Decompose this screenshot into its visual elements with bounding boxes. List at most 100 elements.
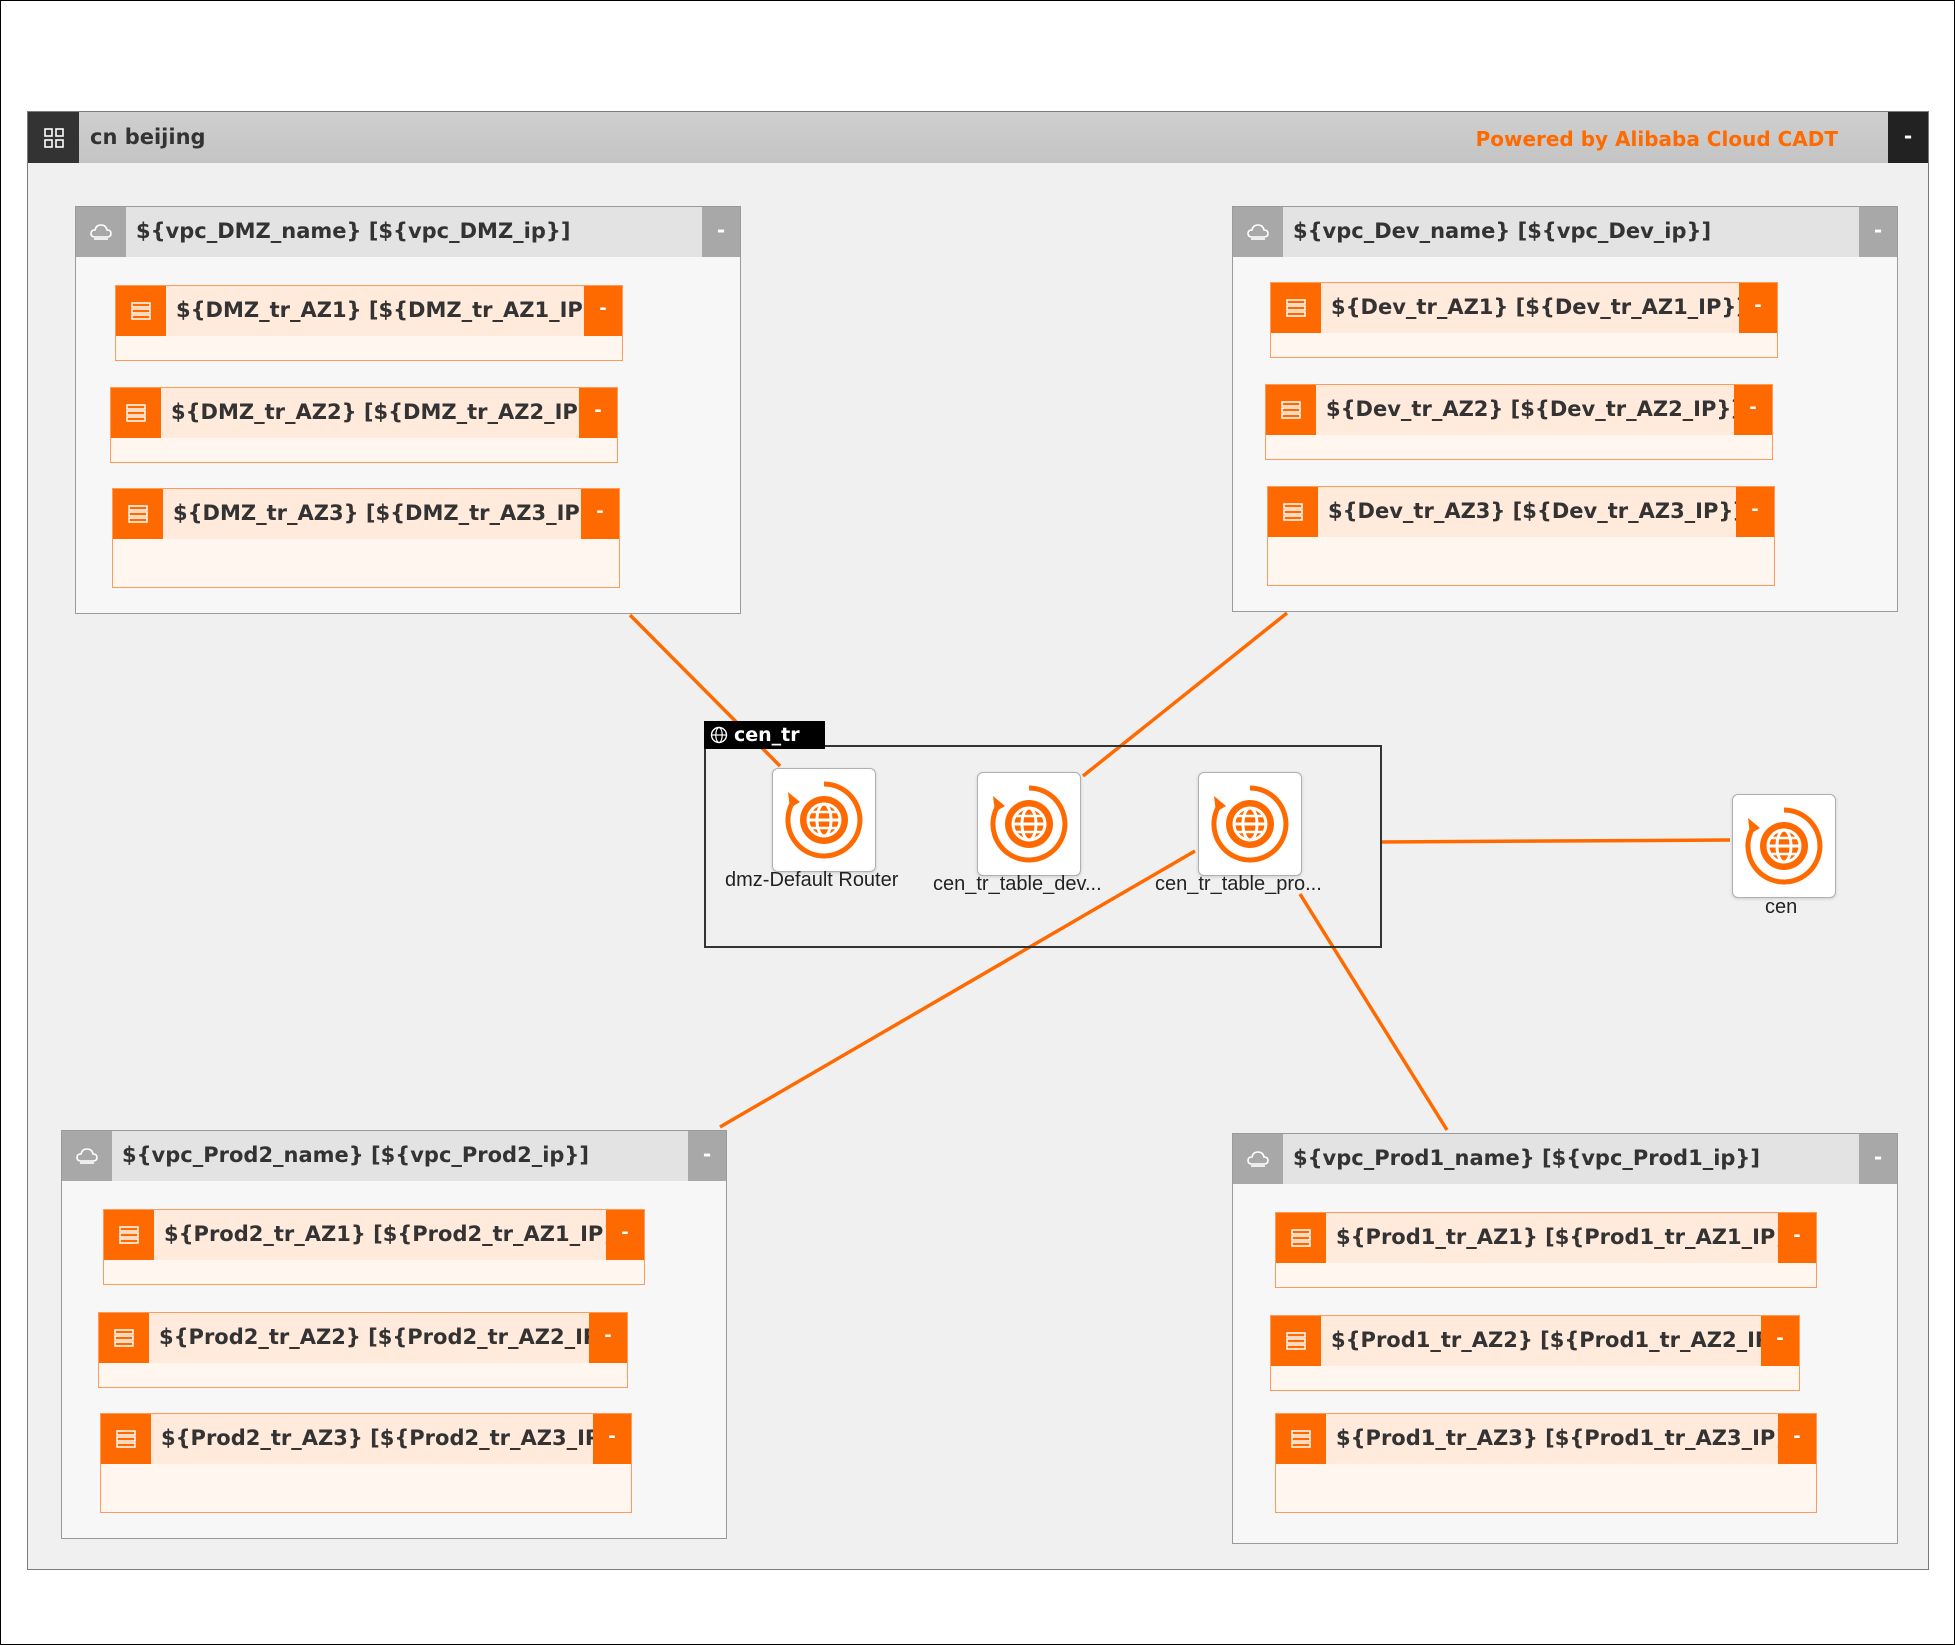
vswitch-icon <box>113 489 163 539</box>
vpc-title: ${vpc_DMZ_name} [${vpc_DMZ_ip}] <box>136 219 571 243</box>
vswitch-header: ${DMZ_tr_AZ2} [${DMZ_tr_AZ2_IP}] - <box>111 388 617 438</box>
vswitch-icon <box>1276 1213 1326 1263</box>
cen-globe-icon <box>1745 807 1823 885</box>
cen-tr-group-title: cen_tr <box>734 724 800 746</box>
vswitch-dev-az2: ${Dev_tr_AZ2} [${Dev_tr_AZ2_IP}] - <box>1265 384 1773 460</box>
region-collapse-button[interactable]: - <box>1888 112 1928 163</box>
vpc-collapse-button[interactable]: - <box>702 207 740 257</box>
cloud-icon <box>62 1131 112 1181</box>
vswitch-title: ${DMZ_tr_AZ3} [${DMZ_tr_AZ3_IP}] <box>173 501 605 525</box>
vswitch-collapse-button[interactable]: - <box>581 489 619 539</box>
link-prod1-table <box>1298 893 1449 1131</box>
vswitch-collapse-button[interactable]: - <box>1761 1316 1799 1366</box>
vswitch-dmz-az1: ${DMZ_tr_AZ1} [${DMZ_tr_AZ1_IP}] - <box>115 285 623 361</box>
vswitch-header: ${Prod1_tr_AZ3} [${Prod1_tr_AZ3_IP}] - <box>1276 1414 1816 1464</box>
link-cen-group <box>1379 838 1731 844</box>
cloud-icon <box>1233 1134 1283 1184</box>
vswitch-header: ${Prod2_tr_AZ1} [${Prod2_tr_AZ1_IP}] - <box>104 1210 644 1260</box>
cen-node-label: cen <box>1765 896 1798 918</box>
vswitch-collapse-button[interactable]: - <box>1739 283 1777 333</box>
router-globe-icon <box>990 785 1068 863</box>
cloud-icon <box>1233 207 1283 257</box>
vswitch-icon <box>1268 487 1318 537</box>
vswitch-icon <box>99 1313 149 1363</box>
vswitch-collapse-button[interactable]: - <box>584 286 622 336</box>
vswitch-collapse-button[interactable]: - <box>1734 385 1772 435</box>
vswitch-prod1-az2: ${Prod1_tr_AZ2} [${Prod1_tr_AZ2_IP}] - <box>1270 1315 1800 1391</box>
vswitch-title: ${Prod1_tr_AZ2} [${Prod1_tr_AZ2_IP}] <box>1331 1328 1795 1352</box>
router-node-table-dev[interactable] <box>977 772 1081 876</box>
vswitch-title: ${Prod1_tr_AZ3} [${Prod1_tr_AZ3_IP}] <box>1336 1426 1800 1450</box>
powered-by-label: Powered by Alibaba Cloud CADT <box>1475 127 1838 151</box>
vpc-title: ${vpc_Prod2_name} [${vpc_Prod2_ip}] <box>122 1143 589 1167</box>
vswitch-dev-az1: ${Dev_tr_AZ1} [${Dev_tr_AZ1_IP}] - <box>1270 282 1778 358</box>
vswitch-collapse-button[interactable]: - <box>606 1210 644 1260</box>
vswitch-header: ${Prod1_tr_AZ2} [${Prod1_tr_AZ2_IP}] - <box>1271 1316 1799 1366</box>
vswitch-prod2-az1: ${Prod2_tr_AZ1} [${Prod2_tr_AZ1_IP}] - <box>103 1209 645 1285</box>
vpc-header: ${vpc_Dev_name} [${vpc_Dev_ip}] - <box>1233 207 1897 257</box>
vswitch-icon <box>1271 283 1321 333</box>
vswitch-prod1-az1: ${Prod1_tr_AZ1} [${Prod1_tr_AZ1_IP}] - <box>1275 1212 1817 1288</box>
link-prod2-table <box>719 849 1196 1129</box>
vpc-collapse-button[interactable]: - <box>1859 207 1897 257</box>
vswitch-header: ${Prod1_tr_AZ1} [${Prod1_tr_AZ1_IP}] - <box>1276 1213 1816 1263</box>
vswitch-prod1-az3: ${Prod1_tr_AZ3} [${Prod1_tr_AZ3_IP}] - <box>1275 1413 1817 1513</box>
router-node-label: cen_tr_table_pro... <box>1155 873 1322 895</box>
grid-icon <box>28 112 79 163</box>
cen-node[interactable] <box>1732 794 1836 898</box>
vswitch-header: ${DMZ_tr_AZ3} [${DMZ_tr_AZ3_IP}] - <box>113 489 619 539</box>
vpc-header: ${vpc_DMZ_name} [${vpc_DMZ_ip}] - <box>76 207 740 257</box>
vswitch-title: ${Prod1_tr_AZ1} [${Prod1_tr_AZ1_IP}] <box>1336 1225 1800 1249</box>
vswitch-icon <box>1271 1316 1321 1366</box>
vswitch-title: ${Dev_tr_AZ1} [${Dev_tr_AZ1_IP}] <box>1331 295 1746 319</box>
router-globe-icon <box>785 781 863 859</box>
router-node-label: cen_tr_table_dev... <box>933 873 1102 895</box>
vpc-collapse-button[interactable]: - <box>688 1131 726 1181</box>
vpc-header: ${vpc_Prod1_name} [${vpc_Prod1_ip}] - <box>1233 1134 1897 1184</box>
cloud-icon <box>76 207 126 257</box>
vswitch-dmz-az2: ${DMZ_tr_AZ2} [${DMZ_tr_AZ2_IP}] - <box>110 387 618 463</box>
vswitch-dev-az3: ${Dev_tr_AZ3} [${Dev_tr_AZ3_IP}] - <box>1267 486 1775 586</box>
region-header: cn beijing Powered by Alibaba Cloud CADT… <box>28 112 1928 163</box>
vswitch-icon <box>101 1414 151 1464</box>
router-globe-icon <box>1211 785 1289 863</box>
cen-tr-group-tag: cen_tr <box>704 721 825 749</box>
vswitch-collapse-button[interactable]: - <box>579 388 617 438</box>
region-title: cn beijing <box>90 125 206 149</box>
vswitch-icon <box>104 1210 154 1260</box>
vpc-title: ${vpc_Prod1_name} [${vpc_Prod1_ip}] <box>1293 1146 1760 1170</box>
vswitch-collapse-button[interactable]: - <box>1778 1213 1816 1263</box>
router-node-label: dmz-Default Router <box>725 869 899 891</box>
vpc-title: ${vpc_Dev_name} [${vpc_Dev_ip}] <box>1293 219 1712 243</box>
router-node-table-prod[interactable] <box>1198 772 1302 876</box>
vpc-header: ${vpc_Prod2_name} [${vpc_Prod2_ip}] - <box>62 1131 726 1181</box>
vswitch-title: ${Dev_tr_AZ2} [${Dev_tr_AZ2_IP}] <box>1326 397 1741 421</box>
vswitch-title: ${DMZ_tr_AZ1} [${DMZ_tr_AZ1_IP}] <box>176 298 608 322</box>
vpc-collapse-button[interactable]: - <box>1859 1134 1897 1184</box>
vswitch-collapse-button[interactable]: - <box>593 1414 631 1464</box>
link-dev-table <box>1081 611 1289 778</box>
vswitch-title: ${DMZ_tr_AZ2} [${DMZ_tr_AZ2_IP}] <box>171 400 603 424</box>
vswitch-icon <box>116 286 166 336</box>
vswitch-header: ${Prod2_tr_AZ2} [${Prod2_tr_AZ2_IP}] - <box>99 1313 627 1363</box>
vswitch-icon <box>111 388 161 438</box>
cen-tr-group: cen_tr <box>704 721 1382 948</box>
vswitch-collapse-button[interactable]: - <box>589 1313 627 1363</box>
vswitch-collapse-button[interactable]: - <box>1778 1414 1816 1464</box>
vswitch-collapse-button[interactable]: - <box>1736 487 1774 537</box>
vswitch-prod2-az3: ${Prod2_tr_AZ3} [${Prod2_tr_AZ3_IP}] - <box>100 1413 632 1513</box>
vswitch-icon <box>1276 1414 1326 1464</box>
vswitch-header: ${Prod2_tr_AZ3} [${Prod2_tr_AZ3_IP}] - <box>101 1414 631 1464</box>
vswitch-title: ${Prod2_tr_AZ2} [${Prod2_tr_AZ2_IP}] <box>159 1325 623 1349</box>
vswitch-header: ${DMZ_tr_AZ1} [${DMZ_tr_AZ1_IP}] - <box>116 286 622 336</box>
vswitch-header: ${Dev_tr_AZ2} [${Dev_tr_AZ2_IP}] - <box>1266 385 1772 435</box>
vswitch-icon <box>1266 385 1316 435</box>
globe-icon <box>704 726 734 744</box>
vswitch-title: ${Prod2_tr_AZ1} [${Prod2_tr_AZ1_IP}] <box>164 1222 628 1246</box>
vswitch-title: ${Dev_tr_AZ3} [${Dev_tr_AZ3_IP}] <box>1328 499 1743 523</box>
router-node-dmz-default[interactable] <box>772 768 876 872</box>
vswitch-dmz-az3: ${DMZ_tr_AZ3} [${DMZ_tr_AZ3_IP}] - <box>112 488 620 588</box>
vswitch-header: ${Dev_tr_AZ1} [${Dev_tr_AZ1_IP}] - <box>1271 283 1777 333</box>
vswitch-prod2-az2: ${Prod2_tr_AZ2} [${Prod2_tr_AZ2_IP}] - <box>98 1312 628 1388</box>
